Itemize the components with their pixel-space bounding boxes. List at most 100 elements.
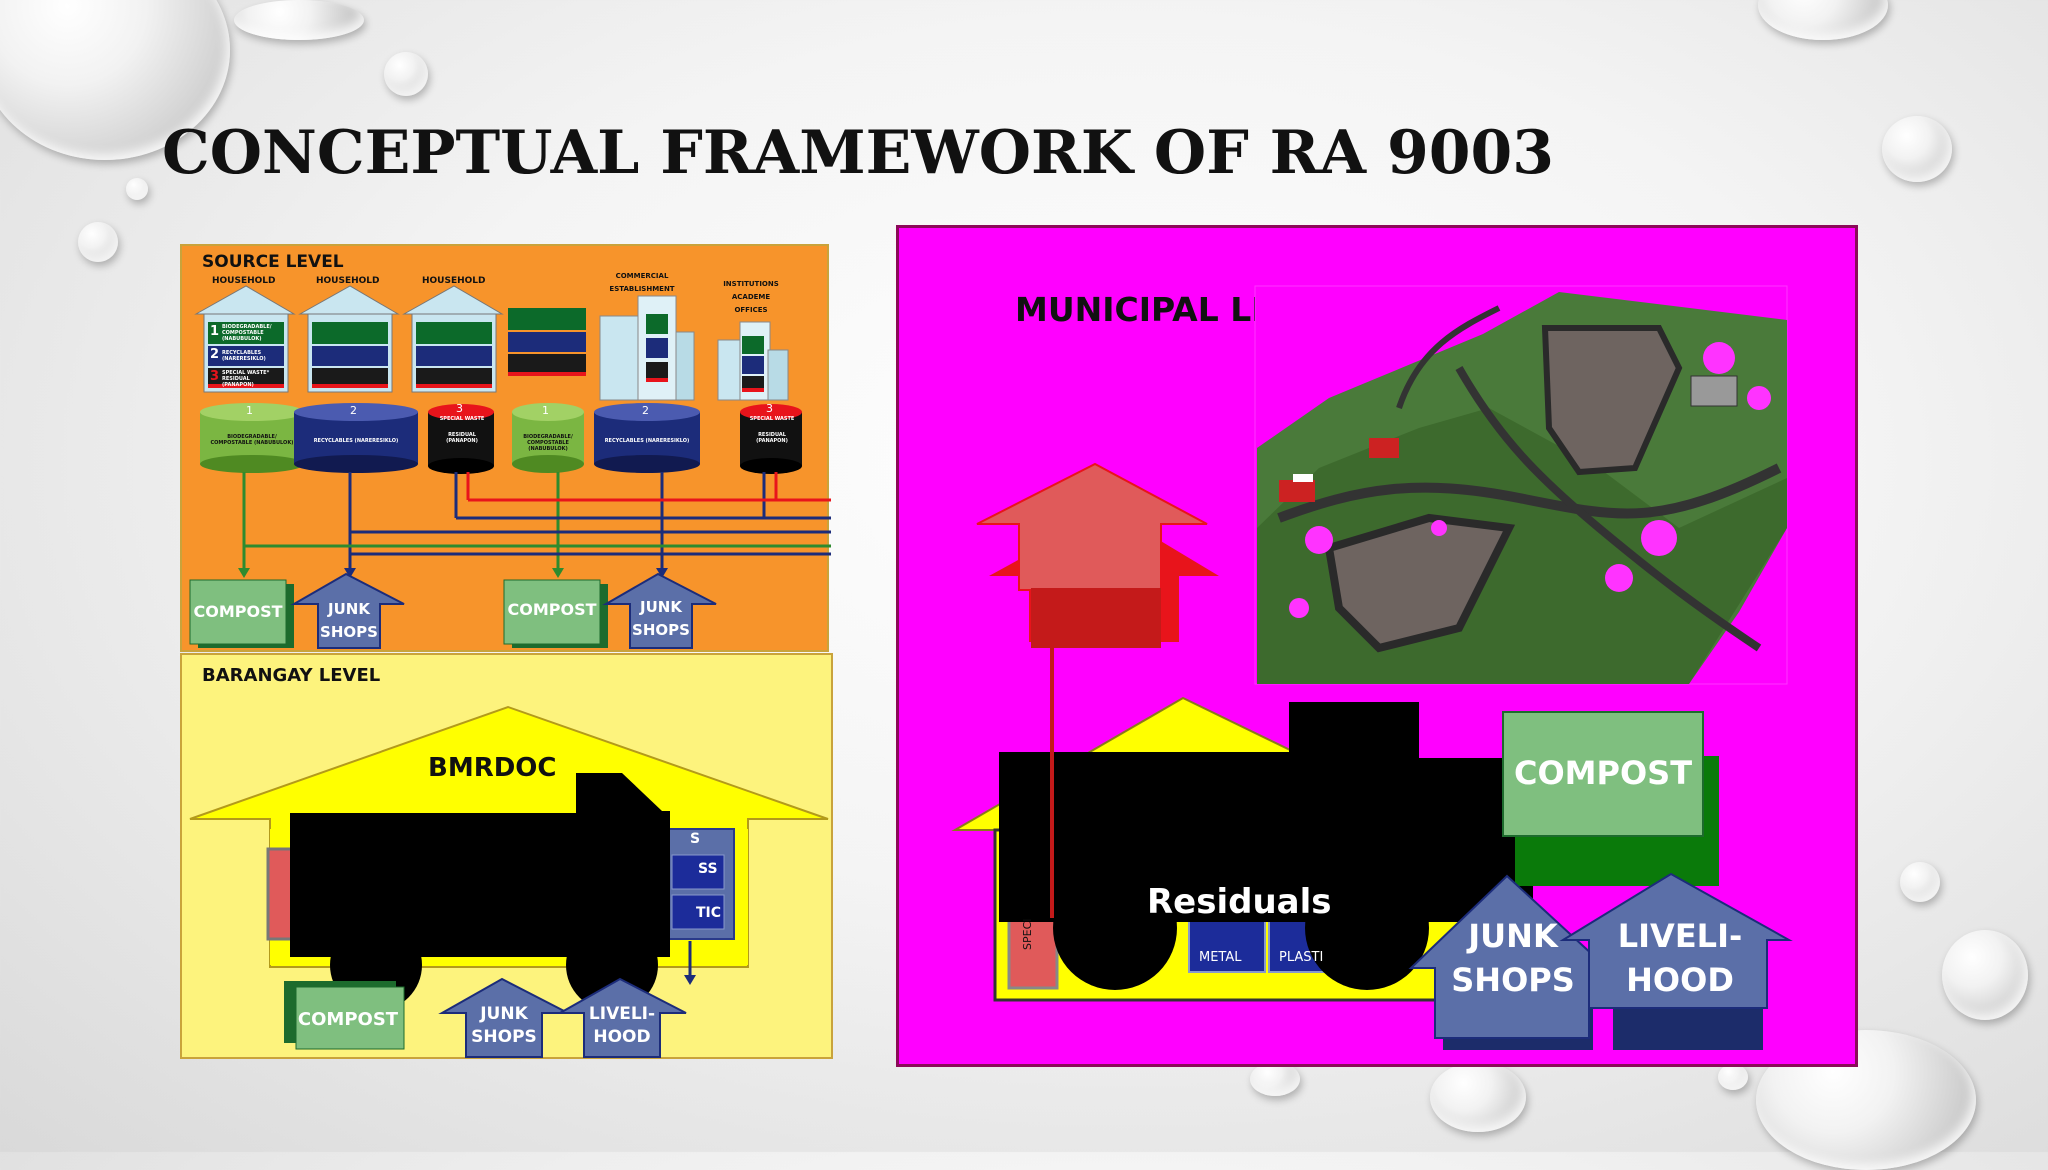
hood-line: HOOD bbox=[593, 1027, 651, 1047]
truck-silhouette bbox=[290, 773, 670, 1011]
drum-recyclables bbox=[594, 403, 700, 473]
junk-shop-label: JUNK SHOPS bbox=[318, 598, 380, 644]
drum-biodegradable bbox=[512, 403, 584, 473]
junk-line: JUNK bbox=[328, 600, 370, 618]
shops-line: SHOPS bbox=[320, 623, 378, 641]
compost-box bbox=[295, 986, 405, 1050]
bin-number: 1 bbox=[210, 324, 220, 339]
arrow-head bbox=[552, 568, 564, 578]
municipal-level-illustration bbox=[951, 285, 1793, 1050]
junk-shop-label: JUNK SHOPS bbox=[466, 1003, 542, 1049]
barangay-level-illustration bbox=[189, 705, 829, 1058]
drum-label: RESIDUAL (PANAPON) bbox=[446, 432, 478, 444]
drum-label: BIODEGRADABLE/ COMPOSTABLE (NABUBULOK) bbox=[523, 434, 573, 452]
shops-line: SHOPS bbox=[471, 1027, 537, 1047]
liveli-line: LIVELI- bbox=[588, 1004, 656, 1024]
water-droplet bbox=[384, 52, 428, 96]
drum-recyclables bbox=[294, 403, 418, 473]
water-droplet bbox=[1882, 116, 1952, 182]
drum-residual bbox=[740, 404, 802, 474]
livelihood-label: LIVELI- HOOD bbox=[1595, 914, 1765, 1002]
drum-top-label: SPECIAL WASTE bbox=[439, 416, 485, 422]
arrow-head bbox=[684, 975, 696, 985]
standalone-bin-set bbox=[508, 308, 586, 376]
bin-blue-inner bbox=[671, 854, 725, 890]
drum-number: 1 bbox=[246, 404, 253, 417]
arrow-head bbox=[656, 568, 668, 578]
slide-title: CONCEPTUAL FRAMEWORK OF RA 9003 bbox=[162, 118, 1554, 188]
bmrdoc-label: BMRDOC bbox=[428, 753, 557, 783]
junk-shop-arrow bbox=[438, 977, 569, 1058]
household-label: HOUSEHOLD bbox=[316, 276, 380, 286]
bin-label: RECYCLABLES (NARERESIKLO) bbox=[222, 350, 266, 362]
special-bin bbox=[1007, 918, 1059, 990]
water-droplet bbox=[1430, 1062, 1526, 1132]
household-bin-set bbox=[208, 322, 284, 388]
water-droplet bbox=[126, 178, 148, 200]
municipal-level-panel: MUNICIPAL LEVEL bbox=[896, 225, 1858, 1067]
flow-lines bbox=[242, 472, 831, 572]
compost-label: COMPOST bbox=[297, 1009, 399, 1030]
water-droplet bbox=[1250, 1062, 1300, 1096]
institution-building-icon bbox=[717, 321, 789, 401]
bin-number: 3 bbox=[210, 369, 220, 384]
metal-bin bbox=[1188, 917, 1266, 973]
compost-box bbox=[189, 579, 287, 645]
bin-label: BIODEGRADABLE/ COMPOSTABLE (NABUBULOK) bbox=[222, 324, 272, 342]
water-droplet bbox=[1718, 1064, 1748, 1090]
drum-label: BIODEGRADABLE/ COMPOSTABLE (NABUBULOK) bbox=[210, 434, 294, 446]
compost-label: COMPOST bbox=[1513, 754, 1693, 792]
junk-shop-label: JUNK SHOPS bbox=[1433, 914, 1593, 1002]
household-bin-set bbox=[416, 322, 492, 388]
source-level-illustration bbox=[189, 285, 831, 649]
water-droplet bbox=[78, 222, 118, 262]
drum-label: RECYCLABLES (NARERESIKLO) bbox=[313, 438, 399, 444]
partial-text: SS bbox=[698, 861, 718, 877]
special-bin-label: SPECI bbox=[1021, 918, 1034, 951]
arrow-head bbox=[344, 568, 356, 578]
drum-number: 1 bbox=[542, 404, 549, 417]
landfill-aerial-image bbox=[1254, 285, 1788, 685]
water-droplet bbox=[1758, 0, 1888, 40]
partial-text: TIC bbox=[696, 905, 722, 921]
shops-line: SHOPS bbox=[632, 621, 690, 639]
drum-number: 2 bbox=[642, 404, 649, 417]
commercial-building-icon bbox=[599, 295, 695, 401]
shops-line: SHOPS bbox=[1451, 961, 1575, 999]
compost-box bbox=[1502, 711, 1704, 837]
drum-number: 3 bbox=[456, 402, 463, 415]
drum-label: RESIDUAL (PANAPON) bbox=[756, 432, 788, 444]
junk-shop-arrow bbox=[602, 572, 717, 649]
bin-blue-inner bbox=[671, 894, 725, 930]
residuals-label: Residuals bbox=[1147, 882, 1332, 922]
water-droplet bbox=[1900, 862, 1940, 902]
source-level-panel: SOURCE LEVEL HOUSEHOLD HOUSEHOLD HOUSEHO… bbox=[180, 244, 831, 652]
source-level-label: SOURCE LEVEL bbox=[202, 252, 344, 272]
junk-line: JUNK bbox=[640, 598, 682, 616]
water-droplet bbox=[1942, 930, 2028, 1020]
drum-number: 2 bbox=[350, 404, 357, 417]
up-arrow bbox=[976, 462, 1208, 591]
junk-line: JUNK bbox=[1468, 917, 1558, 955]
metal-bin-label: METAL bbox=[1199, 950, 1242, 965]
liveli-line: LIVELI- bbox=[1617, 917, 1743, 955]
drum-top-label: SPECIAL WASTE bbox=[749, 416, 795, 422]
bin-number: 2 bbox=[210, 347, 220, 362]
arrow-head bbox=[238, 568, 250, 578]
household-bin-set bbox=[312, 322, 388, 388]
drum-residual bbox=[428, 404, 494, 474]
compost-box bbox=[503, 579, 601, 645]
plastic-bin-label: PLASTI bbox=[1279, 950, 1324, 965]
drum-number: 3 bbox=[766, 402, 773, 415]
barangay-level-panel: BARANGAY LEVEL BMRDOC S SS TIC COMPOST J… bbox=[180, 653, 833, 1059]
compost-label: COMPOST bbox=[507, 600, 597, 619]
junk-shop-arrow bbox=[290, 572, 405, 649]
institutions-label: INSTITUTIONS ACADEME OFFICES bbox=[723, 280, 779, 314]
water-droplet bbox=[234, 0, 364, 40]
partial-text: S bbox=[690, 831, 701, 847]
livelihood-arrow bbox=[1559, 872, 1793, 1009]
livelihood-arrow bbox=[556, 977, 687, 1058]
compost-label: COMPOST bbox=[193, 602, 283, 621]
barangay-level-label: BARANGAY LEVEL bbox=[202, 665, 381, 686]
junk-line: JUNK bbox=[480, 1004, 528, 1024]
